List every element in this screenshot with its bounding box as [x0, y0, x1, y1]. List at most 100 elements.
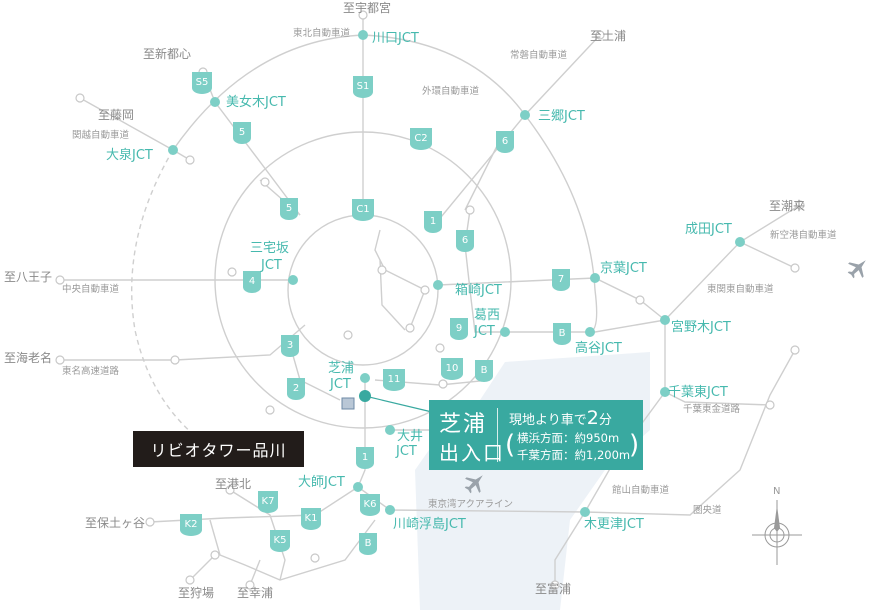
- tomei-road: [60, 324, 306, 361]
- property-name: リビオタワー品川: [150, 441, 287, 460]
- shinkuko-road: [739, 241, 796, 269]
- divider: [497, 408, 498, 462]
- svg-text:外環自動車道: 外環自動車道: [422, 85, 480, 97]
- svg-text:芝浦: 芝浦: [328, 360, 354, 376]
- gaikan-road: [172, 34, 598, 333]
- paren-close: ): [629, 430, 640, 460]
- svg-text:中央自動車道: 中央自動車道: [62, 283, 120, 295]
- svg-text:B: B: [481, 365, 488, 376]
- c1-ring: [287, 214, 439, 366]
- svg-text:至狩場: 至狩場: [178, 585, 214, 600]
- shield-k1: K1: [301, 508, 321, 530]
- svg-text:東名高速道路: 東名高速道路: [62, 365, 120, 377]
- kenodo-east: [584, 349, 796, 516]
- svg-text:C1: C1: [356, 204, 369, 215]
- shield-c1: C1: [352, 199, 374, 221]
- tower-marker: [341, 397, 355, 410]
- airplane-icon: [464, 475, 483, 494]
- shibaura-exit-marker: [359, 390, 371, 402]
- shield-b2: B: [475, 360, 493, 382]
- svg-text:常磐自動車道: 常磐自動車道: [510, 49, 568, 61]
- svg-text:三宅坂: 三宅坂: [250, 241, 289, 256]
- shield-5b: 5: [280, 198, 298, 220]
- shield-k2: K2: [180, 514, 202, 536]
- svg-text:C2: C2: [414, 133, 427, 144]
- tomiura-road: [554, 511, 586, 585]
- svg-text:至保土ヶ谷: 至保土ヶ谷: [85, 516, 145, 530]
- yokohama-distance: 横浜方面：約950m: [517, 431, 620, 445]
- svg-text:館山自動車道: 館山自動車道: [612, 484, 670, 496]
- svg-text:11: 11: [388, 374, 401, 385]
- compass-icon: N: [752, 486, 802, 565]
- svg-text:K2: K2: [185, 519, 198, 530]
- svg-text:6: 6: [462, 235, 468, 246]
- time-prefix: 現地より車で: [509, 413, 587, 428]
- shield-9: 9: [450, 318, 468, 340]
- route-shields: S5 5 5 S1 C2 6 C1 1 6 4 7 3 9 B 10 B 11 …: [180, 72, 571, 555]
- svg-text:新空港自動車道: 新空港自動車道: [770, 229, 837, 241]
- shield-s5: S5: [192, 72, 212, 94]
- shield-2: 2: [287, 378, 305, 400]
- svg-text:K6: K6: [364, 499, 377, 510]
- time-unit: 分: [598, 413, 612, 428]
- svg-text:7: 7: [558, 274, 564, 285]
- svg-text:川口JCT: 川口JCT: [372, 31, 419, 46]
- paren-open: (: [505, 430, 516, 460]
- destination-labels: 至宇都宮 至土浦 至新都心 至藤岡 至八王子 至海老名 至潮来 至港北 至保土ヶ…: [4, 0, 805, 600]
- svg-text:至海老名: 至海老名: [4, 350, 52, 365]
- svg-text:高谷JCT: 高谷JCT: [575, 340, 622, 356]
- svg-text:1: 1: [430, 216, 436, 227]
- shield-b3: B: [359, 533, 377, 555]
- svg-text:美女木JCT: 美女木JCT: [226, 94, 286, 110]
- svg-text:S1: S1: [357, 81, 370, 92]
- svg-text:5: 5: [286, 203, 292, 214]
- property-label: リビオタワー品川: [133, 431, 304, 467]
- svg-text:K7: K7: [262, 496, 275, 507]
- keiyo-road: [437, 277, 666, 321]
- svg-text:川崎浮島JCT: 川崎浮島JCT: [393, 517, 466, 532]
- shield-k7: K7: [258, 491, 278, 513]
- kenodo-west: [130, 149, 201, 441]
- junction-dots: [168, 30, 745, 517]
- svg-text:JCT: JCT: [395, 444, 417, 459]
- shield-4: 4: [243, 271, 261, 293]
- junction-labels: 川口JCT 美女木JCT 三郷JCT 大泉JCT 三宅坂 JCT 箱崎JCT 京…: [106, 31, 732, 532]
- svg-text:京葉JCT: 京葉JCT: [600, 261, 647, 276]
- svg-text:至港北: 至港北: [215, 477, 251, 491]
- svg-text:9: 9: [456, 323, 462, 334]
- svg-text:木更津JCT: 木更津JCT: [584, 517, 644, 532]
- svg-text:10: 10: [446, 363, 459, 374]
- exit-name-line1: 芝浦: [439, 412, 488, 437]
- svg-text:成田JCT: 成田JCT: [685, 222, 732, 237]
- svg-text:至富浦: 至富浦: [535, 581, 571, 596]
- shield-1: 1: [424, 211, 442, 233]
- svg-text:S5: S5: [196, 77, 209, 88]
- svg-text:東北自動車道: 東北自動車道: [293, 27, 351, 39]
- svg-text:至八王子: 至八王子: [4, 270, 52, 284]
- shield-7: 7: [552, 269, 570, 291]
- svg-text:千葉東JCT: 千葉東JCT: [668, 384, 728, 400]
- shield-6a: 6: [496, 131, 514, 153]
- shield-5a: 5: [233, 122, 251, 144]
- shield-k5: K5: [270, 530, 290, 552]
- svg-text:6: 6: [502, 136, 508, 147]
- svg-text:K5: K5: [274, 535, 287, 546]
- c1-inner: [374, 229, 426, 331]
- svg-text:JCT: JCT: [473, 324, 495, 339]
- svg-text:三郷JCT: 三郷JCT: [538, 109, 585, 124]
- shield-11: 11: [383, 369, 405, 391]
- shield-k6: K6: [360, 494, 380, 516]
- svg-text:箱崎JCT: 箱崎JCT: [455, 282, 502, 298]
- route-6-north: [464, 139, 501, 211]
- kanetsu-route: [202, 71, 301, 216]
- exit-drive-time: 現地より車で2分: [509, 407, 612, 429]
- svg-text:3: 3: [287, 340, 293, 351]
- svg-text:大井: 大井: [397, 429, 423, 444]
- exit-info-box: 芝浦 出入口 現地より車で2分 ( 横浜方面：約950m 千葉方面：約1,200…: [429, 400, 643, 470]
- exit-name-line2: 出入口: [439, 441, 505, 465]
- svg-text:2: 2: [293, 383, 299, 394]
- chibatogane-road: [664, 320, 771, 406]
- chiba-distance: 千葉方面：約1,200m: [517, 448, 631, 462]
